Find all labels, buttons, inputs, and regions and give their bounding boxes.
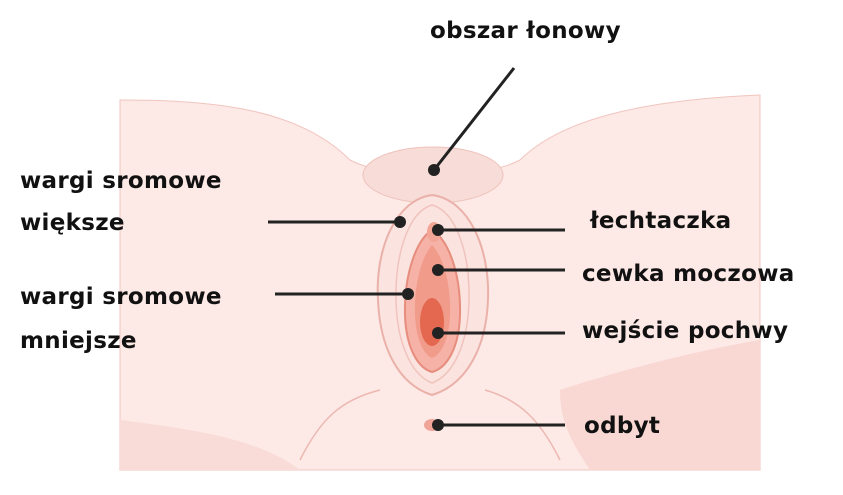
- label-anus: odbyt: [584, 415, 660, 438]
- label-labia-majora-1: wargi sromowe: [20, 170, 222, 193]
- dot-pubic-area: [428, 164, 440, 176]
- dot-vaginal-opening: [432, 327, 444, 339]
- dot-labia-minora: [402, 288, 414, 300]
- label-labia-minora-1: wargi sromowe: [20, 286, 222, 309]
- dot-labia-majora: [394, 216, 406, 228]
- label-labia-minora-2: mniejsze: [20, 330, 137, 353]
- label-clitoris: łechtaczka: [590, 210, 732, 233]
- label-labia-majora-2: większe: [20, 212, 125, 235]
- dot-clitoris: [432, 224, 444, 236]
- label-vaginal-opening: wejście pochwy: [582, 320, 788, 343]
- vaginal-opening-shape: [420, 298, 444, 346]
- label-pubic-area: obszar łonowy: [430, 20, 621, 43]
- label-urethra: cewka moczowa: [582, 263, 795, 286]
- dot-anus: [432, 419, 444, 431]
- dot-urethra: [432, 264, 444, 276]
